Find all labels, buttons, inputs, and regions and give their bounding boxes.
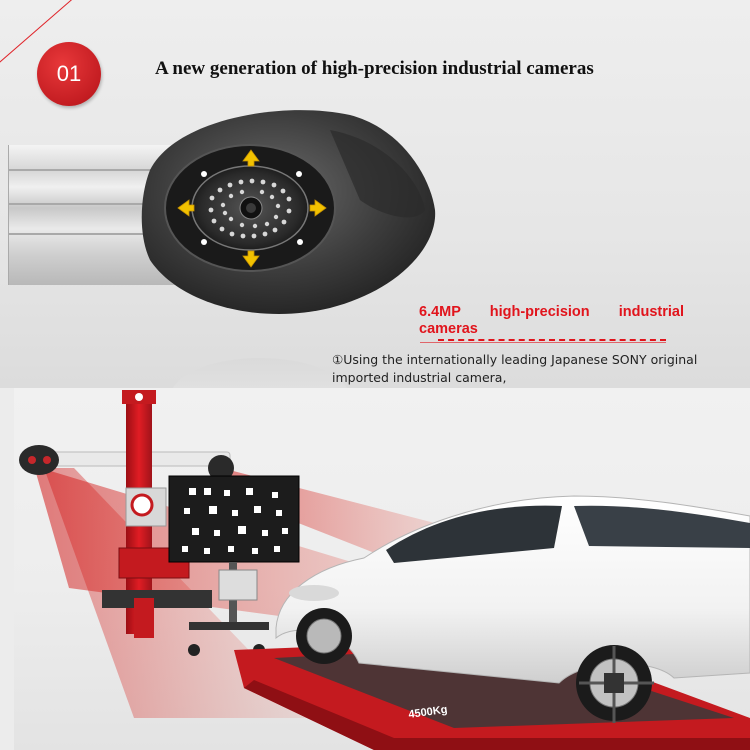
lift-capacity-label: 4500Kg bbox=[408, 704, 448, 721]
bar-groove bbox=[9, 203, 189, 205]
spec-word: 6.4MP bbox=[419, 304, 461, 320]
section-headline: A new generation of high-precision indus… bbox=[155, 58, 594, 79]
alignment-illustration: 4500Kg bbox=[19, 390, 750, 750]
spec-underline bbox=[420, 342, 666, 343]
bar-groove bbox=[9, 169, 189, 171]
spec-description: ①Using the internationally leading Japan… bbox=[332, 352, 698, 385]
section-number: 01 bbox=[56, 61, 82, 86]
spec-dashed-underline bbox=[438, 339, 666, 341]
spec-word: industrial bbox=[618, 304, 685, 320]
camera-head-illustration bbox=[141, 110, 436, 315]
right-camera bbox=[208, 455, 234, 481]
spec-title-line1: 6.4MP high-precision industrial bbox=[419, 302, 684, 322]
section-number-badge: 01 bbox=[37, 42, 101, 106]
target-pattern bbox=[182, 488, 288, 554]
spec-title-line2: cameras bbox=[419, 321, 478, 337]
direction-arrows bbox=[177, 149, 327, 268]
led-array bbox=[208, 178, 292, 239]
alignment-system-photo: 4500Kg bbox=[14, 388, 750, 750]
bar-groove bbox=[9, 233, 189, 235]
marker-dots bbox=[201, 171, 303, 245]
left-camera bbox=[19, 445, 59, 475]
car-windows bbox=[386, 505, 562, 563]
feature-section: 01 A new generation of high-precision in… bbox=[0, 0, 750, 388]
spec-word: high-precision bbox=[489, 304, 590, 320]
